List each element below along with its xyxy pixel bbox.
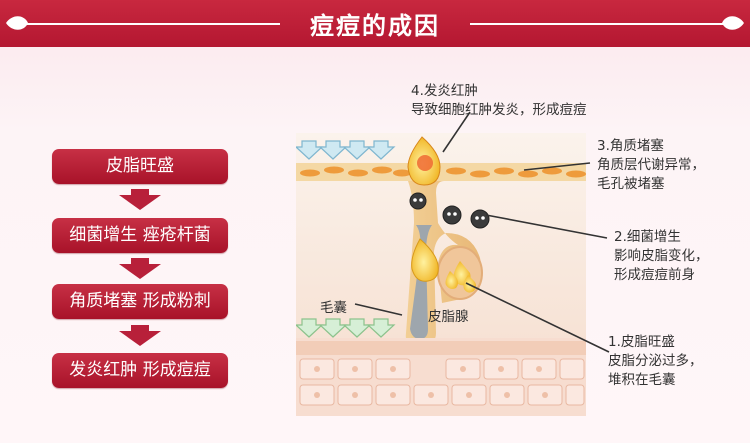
step-3: 角质堵塞 形成粉刺	[52, 284, 228, 319]
sebaceous-gland-label: 皮脂腺	[428, 309, 469, 325]
leaf-ornament-icon	[6, 16, 28, 30]
page-title: 痘痘的成因	[310, 12, 440, 40]
header-bar: 痘痘的成因	[0, 0, 750, 47]
arrow-down-icon	[119, 325, 161, 346]
step-1: 皮脂旺盛	[52, 149, 228, 184]
arrow-down-icon	[119, 258, 161, 279]
step-4: 发炎红肿 形成痘痘	[52, 353, 228, 388]
follicle-label: 毛囊	[320, 300, 347, 316]
leaf-ornament-icon	[722, 16, 744, 30]
skin-cross-section	[296, 133, 586, 416]
header-divider-right	[470, 23, 726, 25]
skin-diagram: 毛囊 皮脂腺	[296, 133, 586, 416]
header-divider-left	[24, 23, 280, 25]
annotation-2: 2.细菌增生 影响皮脂变化， 形成痘痘前身	[614, 229, 709, 283]
arrow-down-icon	[119, 189, 161, 210]
annotation-3: 3.角质堵塞 角质层代谢异常， 毛孔被堵塞	[597, 138, 705, 192]
step-2: 细菌增生 痤疮杆菌	[52, 218, 228, 253]
annotation-4: 4.发炎红肿 导致细胞红肿发炎，形成痘痘	[411, 83, 587, 118]
annotation-1: 1.皮脂旺盛 皮脂分泌过多， 堆积在毛囊	[608, 334, 703, 388]
